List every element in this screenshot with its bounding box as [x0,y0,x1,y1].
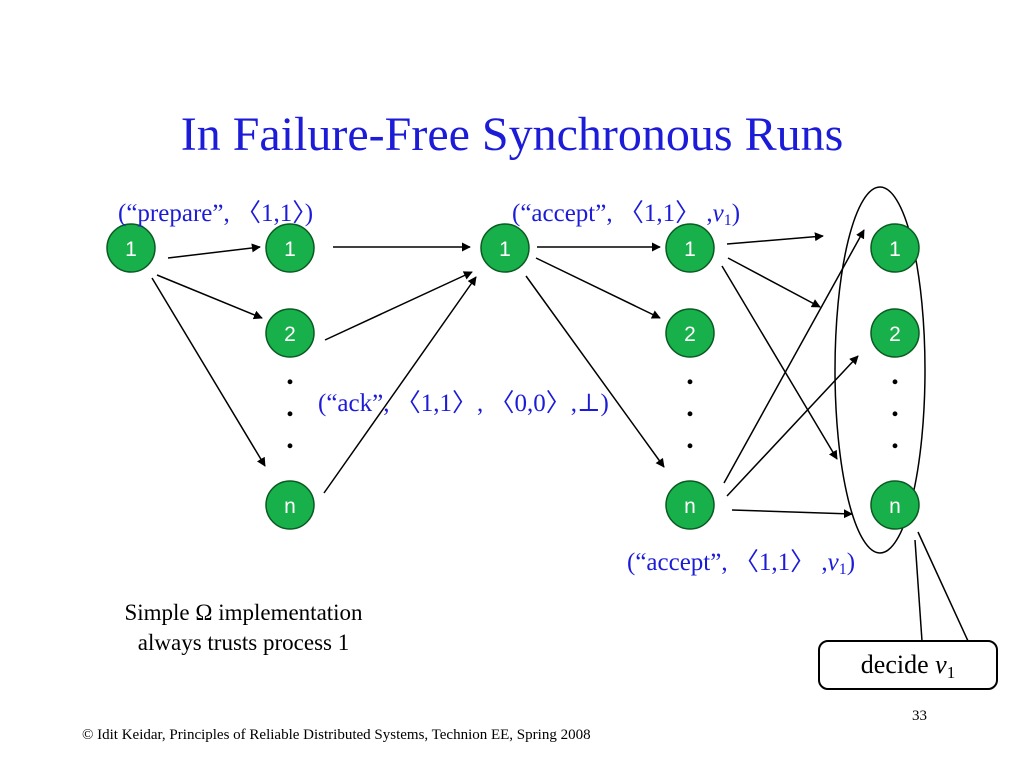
arrow-prepare-to-1 [167,243,261,259]
accept-bottom-subscript: 1 [838,561,847,578]
omega-note-line2: always trusts process 1 [137,630,350,655]
node-col4-2: 2 [665,308,715,358]
decision-ellipse [834,186,926,554]
accept-bottom-value: v [827,549,839,576]
node-leader-col1: 1 [106,223,156,273]
arrow-ack-from-2 [324,271,473,341]
ellipsis-dot: . [286,358,294,391]
decide-callout: decide v1 [818,640,998,690]
svg-text:n: n [684,495,696,518]
arrow-prepare-to-2 [156,274,263,320]
svg-text:1: 1 [125,238,137,261]
accept-top-close: ) [731,200,741,227]
accept-top-subscript: 1 [723,212,732,229]
ellipsis-dot: . [891,422,899,455]
arrow-accept-n-to-1 [723,229,865,484]
svg-text:n: n [889,495,901,518]
svg-text:1: 1 [889,238,901,261]
svg-text:2: 2 [889,323,901,346]
arrow-accept-1-to-1 [726,232,824,245]
node-leader-col3: 1 [480,223,530,273]
ellipsis-dots: . . . . . . . . . [286,358,899,455]
svg-text:1: 1 [284,238,296,261]
decide-text: decide [860,650,936,679]
ellipsis-dot: . [891,390,899,423]
footer-copyright: © Idit Keidar, Principles of Reliable Di… [82,727,591,743]
arrow-ack-from-n [323,276,477,494]
page-number: 33 [912,708,927,724]
label-prepare-message: (“prepare”, 〈1,1〉) [118,200,314,227]
node-col2-n: n [265,480,315,530]
message-arrows [151,229,865,519]
svg-text:1: 1 [684,238,696,261]
callout-line-right [917,531,969,642]
svg-text:n: n [284,495,296,518]
svg-text:1: 1 [499,238,511,261]
omega-note-line1: Simple Ω implementation [124,600,363,625]
arrow-accept-to-2 [535,257,661,319]
ellipsis-dot: . [686,422,694,455]
node-col4-1: 1 [665,223,715,273]
arrow-accept-1-to-n [721,265,838,460]
ellipsis-dot: . [686,358,694,391]
ellipsis-dot: . [891,358,899,391]
accept-top-prefix: (“accept”, 〈1,1〉 , [512,200,713,227]
label-accept-message-bottom: (“accept”, 〈1,1〉 ,v1) [627,548,855,578]
decide-value: v [935,650,947,679]
node-col4-n: n [665,480,715,530]
callout-line-left [914,539,923,642]
ellipsis-dot: . [686,390,694,423]
accept-top-value: v [712,200,724,227]
label-accept-message-top: (“accept”, 〈1,1〉 ,v1) [512,199,740,229]
label-ack-message: (“ack”, 〈1,1〉, 〈0,0〉,⊥) [318,390,609,417]
node-col5-n: n [870,480,920,530]
accept-bottom-prefix: (“accept”, 〈1,1〉 , [627,549,828,576]
svg-text:2: 2 [684,323,696,346]
svg-text:2: 2 [284,323,296,346]
omega-note: Simple Ω implementation always trusts pr… [96,598,391,658]
accept-bottom-close: ) [846,549,856,576]
ellipsis-dot: . [286,390,294,423]
arrow-accept-to-n [525,275,665,468]
arrow-accept-n-to-2 [726,355,859,497]
node-col2-2: 2 [265,308,315,358]
arrow-accept-n-to-n [731,509,853,519]
arrow-accept-1-to-2 [727,257,821,308]
ellipsis-dot: . [286,422,294,455]
node-col2-1: 1 [265,223,315,273]
decide-subscript: 1 [946,663,956,682]
node-col5-2: 2 [870,308,920,358]
node-col5-1: 1 [870,223,920,273]
arrow-prepare-to-n [151,277,266,467]
slide-title: In Failure-Free Synchronous Runs [180,108,844,161]
